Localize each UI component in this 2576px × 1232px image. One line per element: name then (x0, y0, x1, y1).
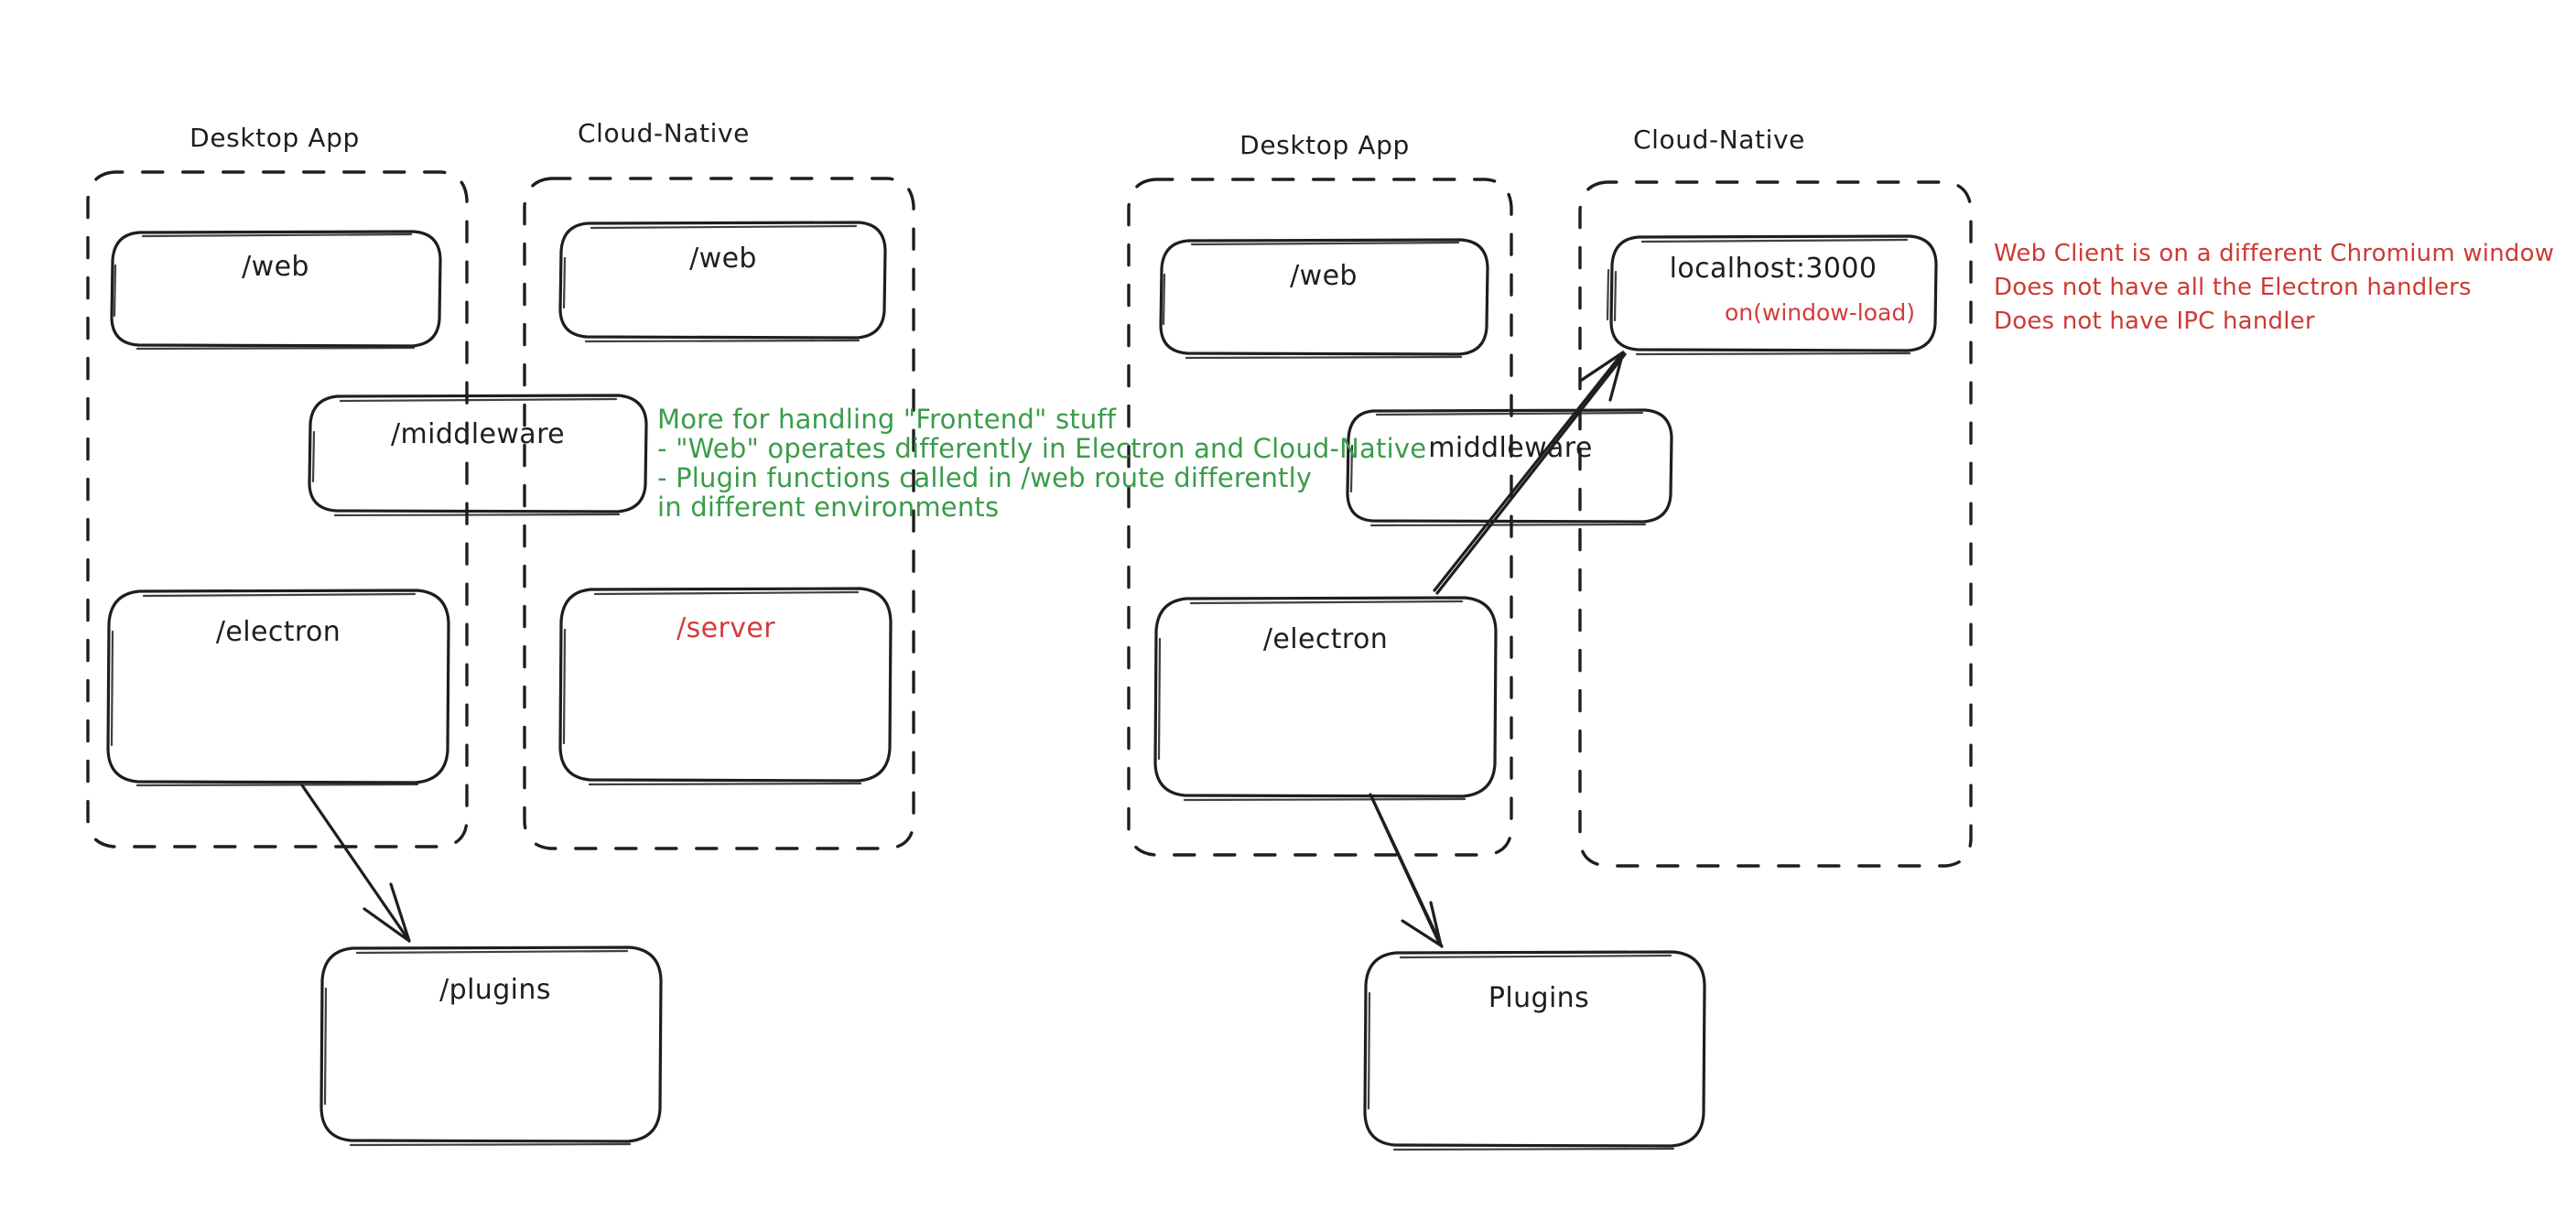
red-note-line-2: Does not have all the Electron handlers (1994, 274, 2472, 301)
red-note-line-3: Does not have IPC handler (1994, 308, 2315, 335)
box-outline (1363, 950, 1706, 1148)
red-note-line-1: Web Client is on a different Chromium wi… (1994, 240, 2554, 267)
group-right-desktop-app[interactable]: Desktop App /web /electron (1127, 130, 1513, 857)
box-left-cloud-web[interactable]: /web (558, 221, 887, 343)
dashed-container-cloud-native-right (1578, 180, 1973, 868)
arrow-right-electron-to-localhost (1433, 351, 1627, 595)
box-label-right-middleware: middleware (1428, 432, 1593, 464)
box-right-middleware[interactable]: middleware (1346, 408, 1673, 527)
box-outline (110, 230, 442, 348)
box-outline (106, 589, 450, 784)
red-note: Web Client is on a different Chromium wi… (1994, 240, 2554, 335)
green-note-line-4: in different environments (657, 492, 999, 523)
green-note-line-1: More for handling "Frontend" stuff (657, 404, 1117, 435)
green-note-line-2: - "Web" operates differently in Electron… (657, 433, 1426, 464)
box-right-electron[interactable]: /electron (1153, 596, 1498, 802)
arrow-left-electron-to-plugins (300, 784, 411, 943)
group-label-desktop-app-right: Desktop App (1239, 130, 1410, 160)
arrow-right-electron-to-plugins (1369, 793, 1444, 948)
box-label-left-cloud-web: /web (689, 243, 757, 275)
box-outline-sketch (1162, 241, 1463, 360)
group-left-desktop-app[interactable]: Desktop App /web /electron (86, 123, 469, 848)
group-label-desktop-app-left: Desktop App (189, 123, 360, 153)
box-outline (558, 587, 893, 783)
box-label-left-web: /web (242, 251, 309, 283)
group-left-cloud-native[interactable]: Cloud-Native /web /server (523, 118, 915, 850)
box-label-right-electron: /electron (1263, 623, 1388, 655)
group-label-cloud-native-right: Cloud-Native (1633, 124, 1805, 155)
box-outline-sketch (562, 224, 860, 343)
box-left-electron[interactable]: /electron (106, 589, 450, 787)
box-outline-sketch (113, 232, 416, 351)
group-right-cloud-native[interactable]: Cloud-Native localhost:3000 on(window-lo… (1578, 124, 1973, 868)
box-label-left-middleware: /middleware (391, 418, 565, 450)
box-outline-sketch (1606, 238, 1911, 356)
dashed-container-cloud-native-left (523, 177, 915, 850)
box-left-server[interactable]: /server (558, 587, 893, 786)
box-outline (1159, 238, 1489, 356)
box-outline-sketch (562, 590, 862, 786)
box-left-web[interactable]: /web (110, 230, 442, 351)
left-diagram: Desktop App /web /electron Cloud-Native (86, 118, 915, 1147)
box-label-left-plugins: /plugins (439, 974, 551, 1006)
box-right-localhost[interactable]: localhost:3000 on(window-load) (1606, 234, 1938, 356)
box-label-left-server: /server (676, 612, 775, 644)
box-outline-sketch (110, 592, 419, 787)
box-label-left-electron: /electron (216, 616, 341, 648)
dashed-container-desktop-app-left (86, 170, 469, 848)
right-diagram: Desktop App /web /electron Cloud-Native (1127, 124, 1973, 1151)
box-label-right-web: /web (1290, 260, 1358, 292)
box-outline (308, 394, 648, 513)
box-label-right-localhost: localhost:3000 (1670, 253, 1878, 285)
box-outline (1609, 234, 1938, 352)
box-outline (319, 946, 663, 1143)
box-left-plugins[interactable]: /plugins (319, 946, 663, 1147)
box-outline (1153, 596, 1498, 798)
box-right-web[interactable]: /web (1159, 238, 1489, 360)
green-note: More for handling "Frontend" stuff - "We… (657, 404, 1426, 523)
box-outline-sketch (311, 397, 621, 517)
box-outline (558, 221, 887, 340)
box-outline-sketch (323, 949, 632, 1147)
box-sublabel-on-window-load: on(window-load) (1725, 299, 1915, 326)
box-left-middleware[interactable]: /middleware (308, 394, 648, 517)
box-outline-sketch (1349, 411, 1647, 527)
group-label-cloud-native-left: Cloud-Native (578, 118, 750, 148)
box-right-plugins[interactable]: Plugins (1363, 950, 1706, 1151)
green-note-line-3: - Plugin functions called in /web route … (657, 462, 1312, 493)
box-label-right-plugins: Plugins (1488, 982, 1589, 1014)
box-outline (1346, 408, 1673, 524)
box-outline-sketch (1367, 954, 1675, 1151)
box-outline-sketch (1157, 600, 1467, 802)
